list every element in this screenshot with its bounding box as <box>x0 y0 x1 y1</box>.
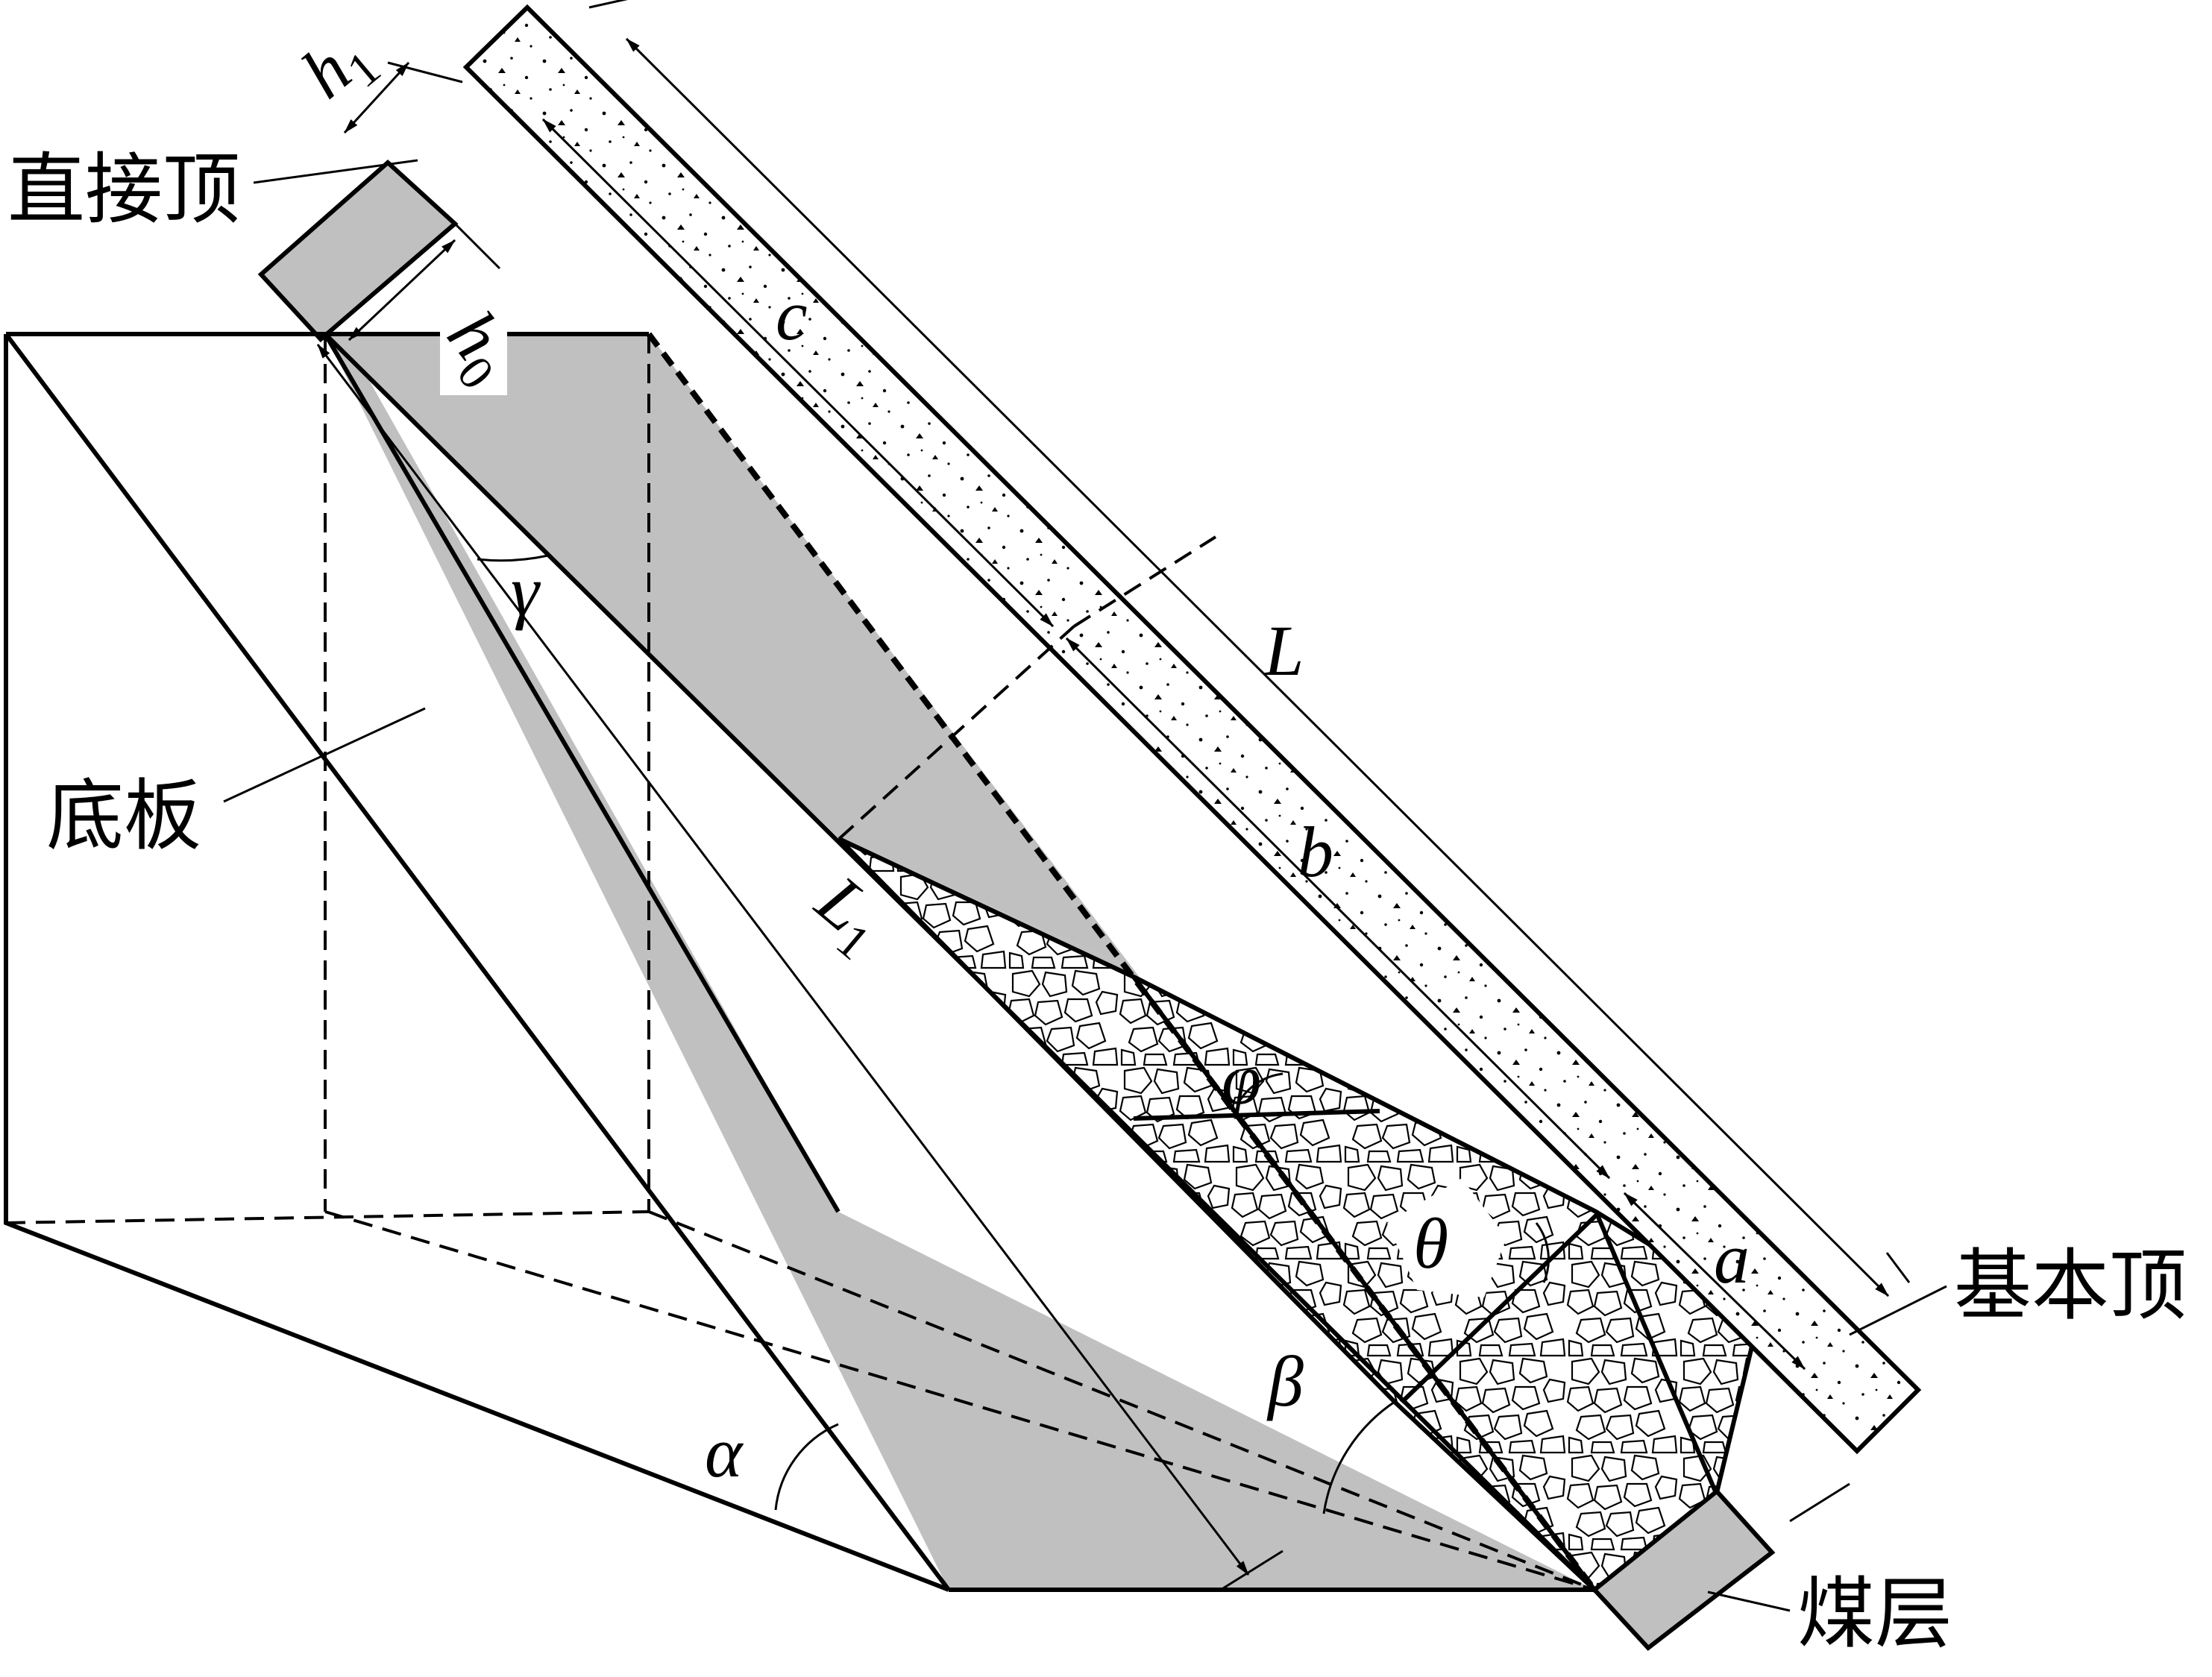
symbol-theta: θ <box>1413 1204 1448 1283</box>
symbol-beta: β <box>1266 1341 1304 1421</box>
symbol-b: b <box>1298 812 1333 892</box>
label-immediate-roof: 直接顶 <box>7 144 240 235</box>
extension-lines <box>387 0 1911 1590</box>
symbol-gamma: γ <box>511 551 541 631</box>
symbol-alpha: α <box>705 1412 744 1492</box>
symbol-a: a <box>1714 1218 1750 1298</box>
label-floor: 底板 <box>46 770 201 861</box>
floor-strata-band <box>6 334 1594 1590</box>
dashed-lines <box>5 334 1595 1591</box>
symbol-c: c <box>776 275 808 355</box>
h0-label-bg <box>440 313 507 395</box>
symbol-L: L <box>1263 611 1304 690</box>
angle-arcs <box>477 554 1550 1514</box>
leader-lines <box>223 159 1947 1612</box>
symbol-h1: h1 <box>286 13 391 122</box>
floor-panel-between <box>325 334 1134 969</box>
immediate-roof-block <box>257 159 459 343</box>
symbol-phi: φ <box>1222 1039 1261 1119</box>
label-main-roof: 基本顶 <box>1954 1240 2187 1331</box>
coal-seam-block <box>1591 1488 1776 1652</box>
dimension-lines <box>316 37 1890 1576</box>
label-coal-seam: 煤层 <box>1797 1568 1952 1659</box>
